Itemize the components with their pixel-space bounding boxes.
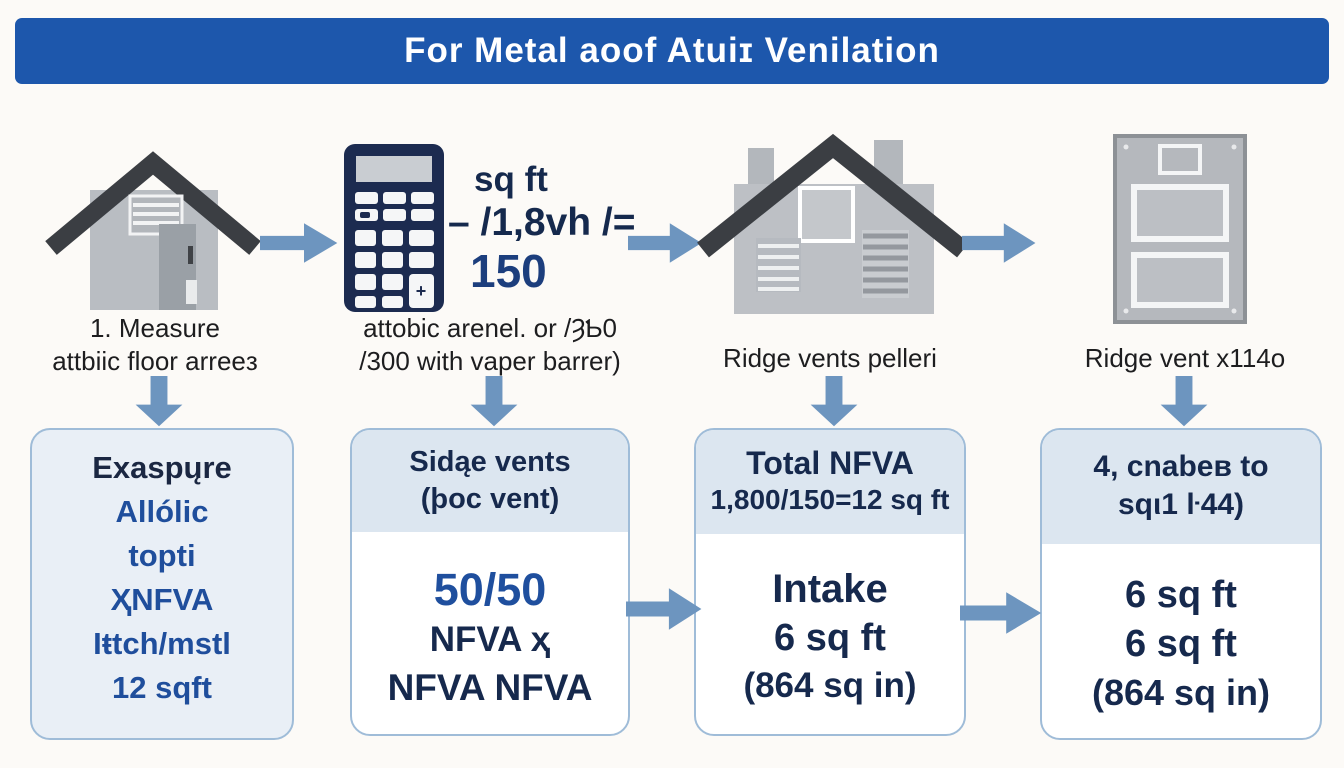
arrow-down-icon xyxy=(468,376,520,428)
box1-line6: 12 sqft xyxy=(112,670,212,705)
house-roof xyxy=(45,151,261,255)
result-box-exhaust: 4, cnabeв to sqι1 ŀ44) 6 sq ft 6 sq ft (… xyxy=(1040,428,1322,740)
step4-caption: Ridge vent x114o xyxy=(1045,342,1325,375)
house-gable-vent-icon xyxy=(45,151,261,310)
step2-caption: attobic arenel. or /ȜƄ0 /300 with vaper … xyxy=(325,312,655,378)
box4-body: 6 sq ft 6 sq ft (864 sq in) xyxy=(1042,544,1320,718)
door-handle xyxy=(188,246,193,264)
box4-sqft-1: 6 sq ft xyxy=(1125,574,1237,616)
box1-line2: Allólic xyxy=(115,494,209,529)
box1-line5: Iŧtch/mstl xyxy=(93,626,231,661)
box2-header: Sidąe vents (þoc vent) xyxy=(352,430,628,532)
box3-header-line2: 1,800/150=12 sq ft xyxy=(710,484,950,515)
box3-sqin: (864 sq in) xyxy=(743,666,917,705)
box3-header: Total NFVA 1,800/150=12 sq ft xyxy=(696,430,964,534)
box2-nfva-x: NFVA ҳ xyxy=(429,620,551,659)
box4-header-line1: 4, cnabeв to xyxy=(1093,450,1269,483)
arrow-down-icon xyxy=(133,376,185,428)
page-title: For Metal aoof Atuiɪ Venilation xyxy=(404,31,940,70)
arrow-right-icon xyxy=(960,590,1044,636)
calc-line-sqft: sq ft xyxy=(474,160,548,199)
ridge-vent-panel-icon xyxy=(1113,134,1247,324)
calc-annotation: sq ft – /1,8vh /= 150 xyxy=(448,160,658,296)
box1-line4: ҲNFVA xyxy=(110,582,214,617)
calculator-plus-key: + xyxy=(416,281,427,301)
gable-vent-slats xyxy=(133,203,179,225)
arrow-right-icon xyxy=(260,221,340,265)
calc-line-150: 150 xyxy=(470,245,547,297)
step3-caption-line1: Ridge vents pelleri xyxy=(723,343,937,373)
box3-header-line1: Total NFVA xyxy=(746,445,914,481)
box1-line3: topti xyxy=(128,538,196,573)
arrow-down-icon xyxy=(808,376,860,428)
box2-header-line1: Sidąe vents xyxy=(409,446,571,478)
panel-opening-top xyxy=(1131,184,1229,242)
box3-intake: Intake xyxy=(772,567,888,611)
house-roof xyxy=(697,133,968,258)
arrow-right-icon xyxy=(628,221,704,265)
step2-caption-line2: /300 with vaper barrer) xyxy=(359,346,621,376)
arrow-down-icon xyxy=(1158,376,1210,428)
panel-opening-bottom xyxy=(1131,252,1229,308)
calculator-display xyxy=(356,156,432,182)
step4-caption-line1: Ridge vent x114o xyxy=(1084,343,1286,373)
door-panel xyxy=(186,280,197,304)
step1-caption-line1: 1. Measure xyxy=(89,313,221,343)
box3-body: Intake 6 sq ft (864 sq in) xyxy=(696,534,964,710)
box3-sqft: 6 sq ft xyxy=(774,617,886,659)
title-banner: For Metal aoof Atuiɪ Venilation xyxy=(15,18,1329,84)
step2-caption-line1: attobic arenel. or /ȜƄ0 xyxy=(363,313,617,343)
result-box-measure: Exaspųre Allólic topti ҲNFVA Iŧtch/mstl … xyxy=(30,428,294,740)
vent-grille-left-slats xyxy=(758,244,799,291)
step1-caption-line2: attbiic floor arreeз xyxy=(52,346,258,376)
box4-header: 4, cnabeв to sqι1 ŀ44) xyxy=(1042,430,1320,544)
calculator-key-glyph xyxy=(360,212,370,218)
arrow-right-icon xyxy=(626,586,704,632)
box2-nfva-nfva: NFVA NFVA xyxy=(387,667,593,708)
house-ridge-vents-icon xyxy=(697,133,968,314)
calculator-icon: + xyxy=(344,144,444,312)
result-box-side-vents: Sidąe vents (þoc vent) 50/50 NFVA ҳ NFVA… xyxy=(350,428,630,736)
attic-window xyxy=(798,186,855,243)
vent-grille-right xyxy=(862,230,909,298)
vent-grille-right-slats xyxy=(863,233,908,294)
box4-sqft-2: 6 sq ft xyxy=(1125,623,1237,665)
calculator-body xyxy=(344,144,444,312)
calculator-buttons xyxy=(355,192,434,308)
panel-screws xyxy=(1123,144,1237,314)
panel-small-opening xyxy=(1158,144,1202,175)
box2-header-line2: (þoc vent) xyxy=(420,483,560,515)
result-box-total-nfva: Total NFVA 1,800/150=12 sq ft Intake 6 s… xyxy=(694,428,966,736)
box2-ratio: 50/50 xyxy=(433,564,547,615)
box4-header-line2: sqι1 ŀ44) xyxy=(1117,488,1245,521)
box4-sqin: (864 sq in) xyxy=(1091,672,1271,713)
arrow-right-icon xyxy=(962,221,1038,265)
box1-line1: Exaspųre xyxy=(92,450,232,485)
calc-line-formula: – /1,8vh /= xyxy=(448,201,636,244)
box2-body: 50/50 NFVA ҳ NFVA NFVA xyxy=(352,532,628,712)
step1-caption: 1. Measure attbiic floor arreeз xyxy=(15,312,295,378)
step3-caption: Ridge vents pelleri xyxy=(690,342,970,375)
